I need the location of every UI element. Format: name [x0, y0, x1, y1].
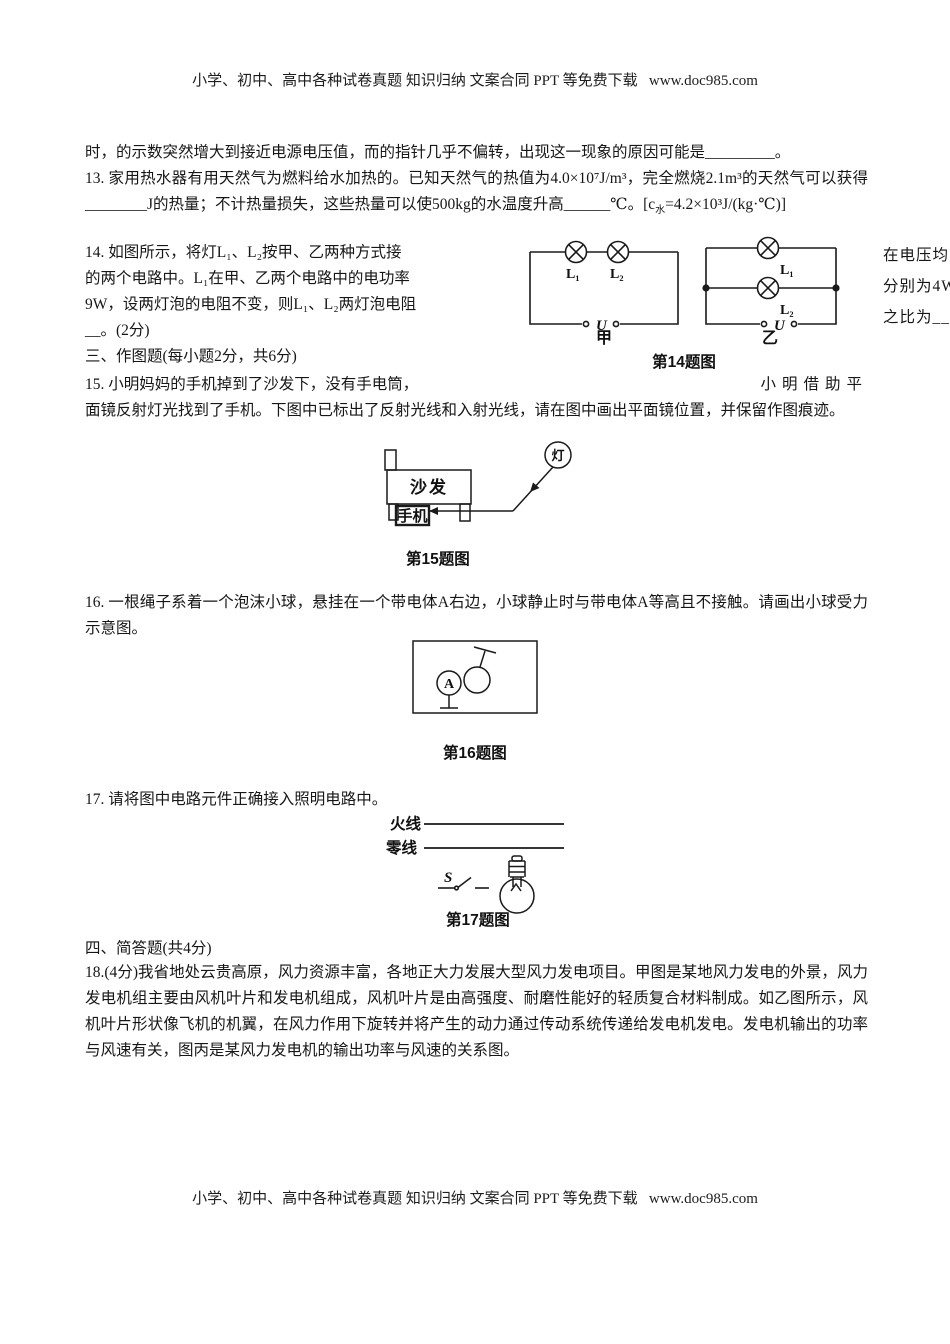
lamp1-label: L₁: [780, 263, 794, 278]
q14-line-1: 14. 如图所示，将灯L₁、L₂按甲、乙两种方式接: [85, 244, 402, 261]
household-circuit-q17: 火线 零线 S: [385, 814, 564, 914]
terminal-icon: [612, 320, 620, 328]
q14-right-line-1: 在电压均为U: [883, 247, 950, 264]
q15-text: 面镜反射灯光找到了手机。下图中已标出了反射光线和入射光线，请在图中画出平面镜位置…: [85, 402, 845, 419]
sofa-leg: [388, 503, 399, 521]
junction-dot: [702, 284, 710, 292]
lamp-icon: [760, 280, 776, 296]
neutral-wire-label: 零线: [385, 838, 418, 857]
sofa-body: [386, 469, 472, 505]
foam-ball: [463, 666, 491, 694]
q15-line1-right: 小明借助平: [760, 376, 868, 393]
figure-16-caption: 第16题图: [443, 745, 507, 762]
q14-line-4: __。(2分): [85, 322, 150, 339]
figure-15-caption: 第15题图: [406, 551, 470, 568]
figure-14-caption: 第14题图: [652, 354, 716, 371]
light-bulb-icon: [499, 855, 535, 914]
site-watermark-header: 小学、初中、高中各种试卷真题 知识归纳 文案合同 PPT 等免费下载 www.d…: [192, 73, 758, 89]
phone-label: 手机: [397, 507, 427, 525]
stand: [440, 695, 458, 709]
site-watermark-footer: 小学、初中、高中各种试卷真题 知识归纳 文案合同 PPT 等免费下载 www.d…: [192, 1191, 758, 1207]
q13-text: 13. 家用热水器有用天然气为燃料给水加热的。已知天然气的热值为4.0×10⁷J…: [85, 166, 868, 224]
diagram-frame: [412, 640, 538, 714]
circuit-jia-label: 甲: [596, 329, 612, 347]
sofa-armrest: [384, 449, 397, 471]
q14-right-line-2: 分别为4W和: [883, 278, 950, 295]
q18-text: 18.(4分)我省地处云贵高原，风力资源丰富，各地正大力发展大型风力发电项目。甲…: [85, 964, 868, 1059]
lamp2-label: L₂: [780, 303, 794, 318]
phone-box: [394, 504, 431, 527]
string: [479, 650, 486, 668]
q13-body: 13. 家用热水器有用天然气为燃料给水加热的。已知天然气的热值为4.0×10⁷J…: [85, 170, 868, 213]
lamp2-label: L₂: [610, 267, 624, 282]
switch-label: S: [444, 870, 452, 886]
q12-continuation-text: 时，的示数突然增大到接近电源电压值，而的指针几乎不偏转，出现这一现象的原因可能是…: [85, 144, 791, 161]
circuit-yi-parallel: [702, 236, 840, 328]
q14-line-2: 的两个电路中。L₁在甲、乙两个电路中的电功率: [85, 270, 410, 287]
circuit-yi-label: 乙: [762, 330, 778, 347]
live-wire-label: 火线: [390, 814, 422, 833]
figure-q14: L₁ L₂ U L₁ L₂ U 甲 乙 第14题图: [525, 236, 843, 373]
q14-text-left: 14. 如图所示，将灯L₁、L₂按甲、乙两种方式接 的两个电路中。L₁在甲、乙两…: [85, 240, 485, 370]
lamp-label: 灯: [551, 448, 564, 463]
ceiling-bar: [473, 646, 497, 654]
section-3-heading: 三、作图题(每小题2分，共6分): [85, 348, 297, 365]
q16-text: 16. 一根绳子系着一个泡沫小球，悬挂在一个带电体A右边，小球静止时与带电体A等…: [85, 594, 868, 637]
terminal-icon: [760, 320, 768, 328]
q14-line-3: 9W，设两灯泡的电阻不变，则L₁、L₂两灯泡电阻: [85, 296, 417, 313]
lamp-icon: [610, 244, 626, 260]
circuit-diagram-q14: L₁ L₂ U L₁ L₂ U 甲 乙: [529, 236, 840, 347]
voltage-label: U: [596, 318, 608, 334]
q14-right-line-3: 之比为__ __: [883, 309, 950, 326]
ray-arrowhead: [530, 482, 540, 492]
terminal-icon: [582, 320, 590, 328]
circuit-jia-series: [529, 240, 679, 328]
terminal-icon: [790, 320, 798, 328]
voltage-label: U: [774, 318, 786, 334]
lamp-icon: [568, 244, 584, 260]
sofa-label: 沙发: [410, 477, 448, 497]
q13-water-subscript: 水: [655, 205, 666, 216]
lamp-icon: [760, 240, 776, 256]
lamp-circle: [544, 441, 572, 469]
section-4-heading: 四、简答题(共4分): [85, 940, 212, 957]
q17-text: 17. 请将图中电路元件正确接入照明电路中。: [85, 791, 388, 808]
switch-icon: [438, 876, 489, 891]
junction-dot: [832, 284, 840, 292]
q15-first-line: 15. 小明妈妈的手机掉到了沙发下，没有手电筒， 小明借助平: [85, 372, 868, 398]
q14-text-right: 在电压均为U 分别为4W和 之比为__ __: [883, 240, 950, 333]
q15-line1-left: 15. 小明妈妈的手机掉到了沙发下，没有手电筒，: [85, 376, 419, 393]
q13-heat-formula: =4.2×10³J/(kg·℃)]: [665, 196, 787, 213]
ray-arrowhead: [429, 507, 438, 515]
sofa-leg: [459, 503, 471, 522]
lamp1-label: L₁: [566, 267, 580, 282]
charged-body-diagram-q16: A: [412, 640, 538, 714]
q14-block: 14. 如图所示，将灯L₁、L₂按甲、乙两种方式接 的两个电路中。L₁在甲、乙两…: [85, 236, 950, 389]
figure-17-caption: 第17题图: [446, 912, 510, 929]
sofa-ray-diagram-q15: 沙发 手机 灯: [384, 441, 572, 527]
charged-body-label: A: [444, 677, 455, 692]
